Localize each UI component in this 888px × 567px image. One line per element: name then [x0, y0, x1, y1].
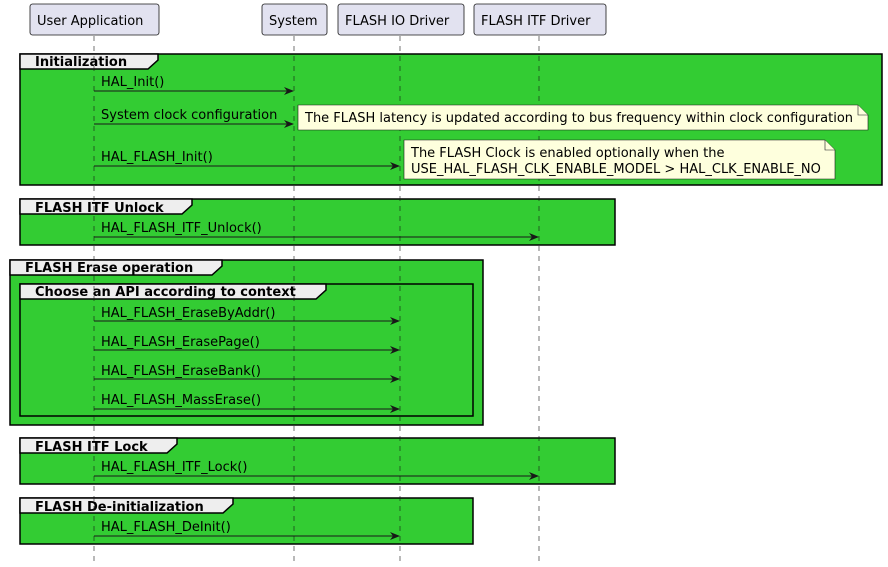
group-title-deinit: FLASH De-initialization: [35, 500, 204, 515]
message-hal-init: HAL_Init(): [94, 75, 294, 95]
note-flash-latency: The FLASH latency is updated according t…: [297, 104, 869, 131]
svg-text:HAL_FLASH_ErasePage(): HAL_FLASH_ErasePage(): [101, 335, 260, 350]
svg-text:System clock configuration: System clock configuration: [101, 108, 277, 123]
group-title-lock: FLASH ITF Lock: [35, 440, 148, 455]
svg-text:HAL_FLASH_MassErase(): HAL_FLASH_MassErase(): [101, 393, 261, 408]
message-hal-flash-erase-bank: HAL_FLASH_EraseBank(): [94, 364, 400, 383]
svg-text:HAL_FLASH_EraseByAddr(): HAL_FLASH_EraseByAddr(): [101, 306, 275, 321]
svg-text:FLASH IO Driver: FLASH IO Driver: [345, 14, 450, 29]
message-system-clock-configuration: System clock configuration: [94, 108, 294, 128]
message-hal-flash-itf-unlock: HAL_FLASH_ITF_Unlock(): [94, 221, 539, 241]
group-title-erase: FLASH Erase operation: [25, 261, 193, 276]
lifelines: [93, 36, 540, 563]
svg-text:HAL_FLASH_ITF_Unlock(): HAL_FLASH_ITF_Unlock(): [101, 221, 262, 236]
participant-flash-itf-driver: FLASH ITF Driver: [473, 3, 607, 36]
svg-text:User Application: User Application: [37, 14, 143, 29]
message-hal-flash-erase-page: HAL_FLASH_ErasePage(): [94, 335, 400, 354]
message-hal-flash-itf-lock: HAL_FLASH_ITF_Lock(): [94, 460, 539, 480]
message-hal-flash-init: HAL_FLASH_Init(): [94, 150, 400, 170]
note-flash-clock: The FLASH Clock is enabled optionally wh…: [403, 139, 836, 180]
svg-text:HAL_FLASH_Init(): HAL_FLASH_Init(): [101, 150, 213, 165]
svg-text:The FLASH Clock is enabled opt: The FLASH Clock is enabled optionally wh…: [410, 146, 725, 161]
svg-text:HAL_FLASH_DeInit(): HAL_FLASH_DeInit(): [101, 520, 231, 535]
svg-text:HAL_FLASH_EraseBank(): HAL_FLASH_EraseBank(): [101, 364, 261, 379]
svg-text:System: System: [269, 14, 317, 29]
group-title-choose: Choose an API according to context: [35, 285, 296, 300]
message-hal-flash-erase-by-addr: HAL_FLASH_EraseByAddr(): [94, 306, 400, 325]
participant-system: System: [261, 3, 328, 36]
group-title-initialization: Initialization: [35, 55, 127, 70]
svg-text:USE_HAL_FLASH_CLK_ENABLE_MODEL: USE_HAL_FLASH_CLK_ENABLE_MODEL > HAL_CLK…: [411, 162, 821, 177]
svg-text:FLASH ITF Driver: FLASH ITF Driver: [481, 14, 591, 29]
svg-text:HAL_Init(): HAL_Init(): [101, 75, 164, 90]
participant-user-application: User Application: [29, 3, 160, 36]
message-hal-flash-deinit: HAL_FLASH_DeInit(): [94, 520, 400, 540]
group-flash-deinit: FLASH De-initialization: [19, 497, 474, 545]
message-hal-flash-mass-erase: HAL_FLASH_MassErase(): [94, 393, 400, 413]
participant-flash-io-driver: FLASH IO Driver: [337, 3, 465, 36]
svg-text:The FLASH latency is updated a: The FLASH latency is updated according t…: [304, 111, 853, 126]
group-title-unlock: FLASH ITF Unlock: [35, 201, 164, 216]
svg-text:HAL_FLASH_ITF_Lock(): HAL_FLASH_ITF_Lock(): [101, 460, 247, 475]
